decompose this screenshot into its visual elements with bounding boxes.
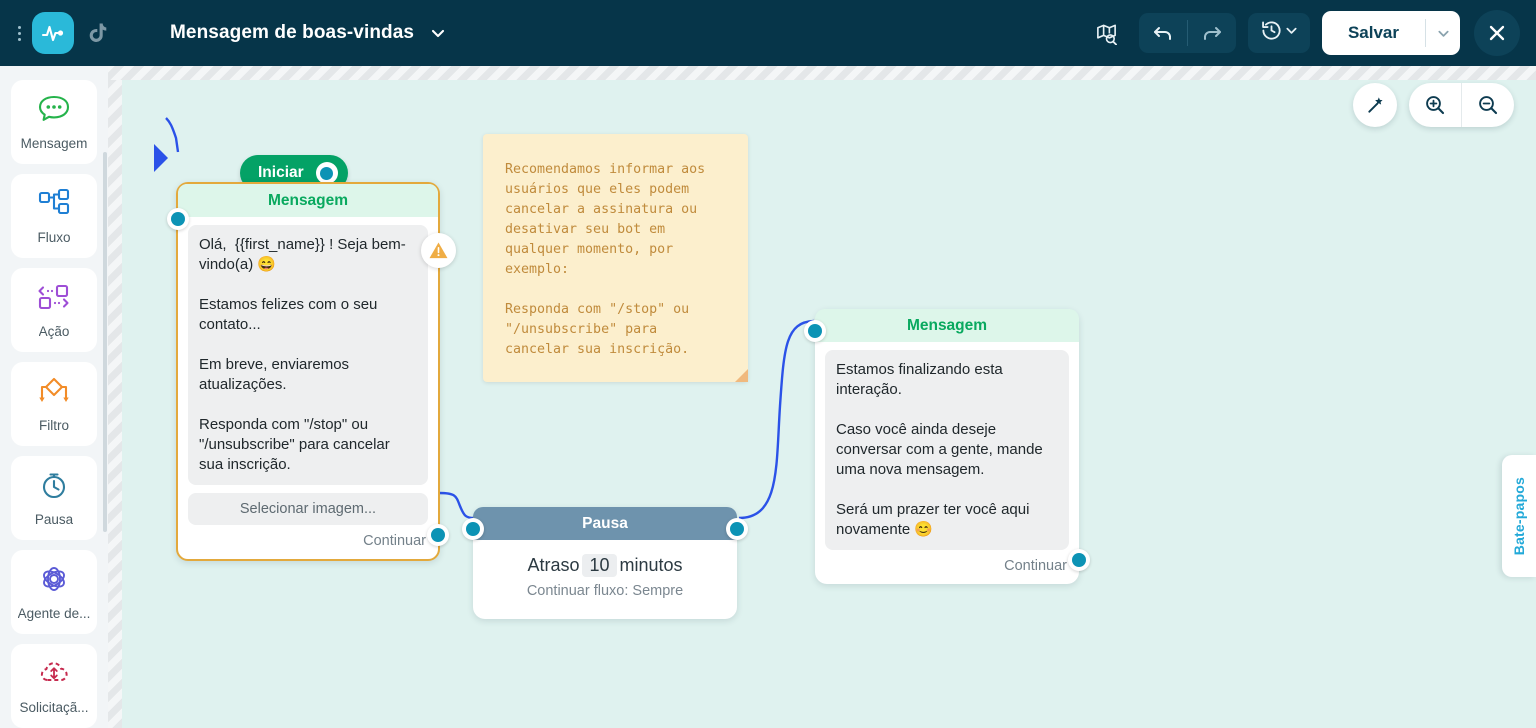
output-port-icon[interactable] bbox=[1068, 549, 1090, 571]
header-divider bbox=[120, 0, 160, 66]
flow-title-group[interactable]: Mensagem de boas-vindas bbox=[170, 22, 448, 44]
output-port-icon[interactable] bbox=[726, 518, 748, 540]
sticky-note-fold-corner bbox=[735, 369, 748, 382]
tiktok-icon[interactable] bbox=[74, 0, 120, 66]
message-node-2[interactable]: Mensagem Estamos finalizando esta intera… bbox=[804, 309, 1090, 584]
node-body: Estamos finalizando esta interação. Caso… bbox=[815, 342, 1079, 550]
node-continue-row: Continuar bbox=[815, 550, 1079, 584]
sidebar-item-fluxo[interactable]: Fluxo bbox=[11, 174, 97, 258]
canvas-edge-stripe-top bbox=[108, 66, 1536, 80]
warning-triangle-icon[interactable] bbox=[421, 233, 456, 268]
node-title: Mensagem bbox=[815, 309, 1079, 342]
save-options-chevron-down-icon[interactable] bbox=[1426, 11, 1460, 55]
sidebar-item-label: Filtro bbox=[39, 417, 69, 433]
sidebar-scrollbar[interactable] bbox=[103, 152, 107, 532]
undo-redo-group bbox=[1138, 13, 1236, 53]
output-port-icon[interactable] bbox=[427, 524, 449, 546]
history-button[interactable] bbox=[1247, 13, 1310, 53]
divider bbox=[1425, 19, 1426, 47]
sidebar-item-agente-de-ia[interactable]: Agente de... bbox=[11, 550, 97, 634]
cloud-request-icon bbox=[38, 658, 70, 693]
header-actions: Salvar bbox=[1087, 10, 1536, 56]
magic-wand-icon[interactable] bbox=[1353, 83, 1397, 127]
pause-continue-flow-label: Continuar fluxo: Sempre bbox=[526, 583, 684, 599]
message-node-1[interactable]: Mensagem Olá, {{first_name}} ! Seja bem-… bbox=[167, 182, 456, 561]
input-port-icon[interactable] bbox=[804, 320, 826, 342]
sidebar-item-acao[interactable]: Ação bbox=[11, 268, 97, 352]
flow-canvas[interactable]: Iniciar Mensagem Olá, {{first_name}} ! S… bbox=[108, 66, 1536, 728]
chevron-down-icon[interactable] bbox=[428, 23, 448, 43]
zoom-controls bbox=[1409, 83, 1514, 127]
pause-delay-unit: minutos bbox=[619, 555, 683, 575]
pause-delay-prefix: Atraso bbox=[527, 555, 580, 575]
sticky-note[interactable]: Recomendamos informar aos usuários que e… bbox=[483, 134, 748, 382]
sticky-note-text: Recomendamos informar aos usuários que e… bbox=[505, 162, 706, 357]
canvas-tools bbox=[1353, 83, 1514, 127]
message-text[interactable]: Olá, {{first_name}} ! Seja bem-vindo(a) … bbox=[188, 225, 428, 485]
sidebar-item-filtro[interactable]: Filtro bbox=[11, 362, 97, 446]
node-body: Olá, {{first_name}} ! Seja bem-vindo(a) … bbox=[178, 217, 438, 485]
chat-bubble-icon bbox=[37, 94, 71, 129]
message-text[interactable]: Estamos finalizando esta interação. Caso… bbox=[825, 350, 1069, 550]
kebab-menu-icon[interactable] bbox=[8, 0, 30, 66]
sidebar-item-label: Ação bbox=[38, 323, 70, 339]
zoom-in-icon[interactable] bbox=[1409, 83, 1461, 127]
pulse-logo-icon[interactable] bbox=[32, 12, 74, 54]
filter-diamond-icon bbox=[37, 376, 71, 411]
sidebar-item-label: Fluxo bbox=[37, 229, 71, 245]
sidebar-item-solicitacao[interactable]: Solicitaçã... bbox=[11, 644, 97, 728]
save-button[interactable]: Salvar bbox=[1347, 23, 1399, 42]
redo-arrow-icon[interactable] bbox=[1188, 13, 1236, 53]
sidebar-item-label: Mensagem bbox=[20, 135, 88, 151]
flow-nodes-icon bbox=[37, 188, 71, 223]
flow-map-icon[interactable] bbox=[1087, 13, 1127, 53]
continue-label: Continuar bbox=[1004, 558, 1067, 574]
divider bbox=[1461, 83, 1462, 127]
chevron-down-icon[interactable] bbox=[1285, 24, 1298, 42]
close-icon[interactable] bbox=[1474, 10, 1520, 56]
header-left-group: Mensagem de boas-vindas bbox=[0, 0, 448, 66]
input-port-icon[interactable] bbox=[167, 208, 189, 230]
sidebar-item-pausa[interactable]: Pausa bbox=[11, 456, 97, 540]
canvas-edge-stripe-left bbox=[108, 66, 122, 728]
sidebar-item-label: Agente de... bbox=[17, 605, 91, 621]
start-node-label: Iniciar bbox=[258, 164, 304, 181]
zoom-out-icon[interactable] bbox=[1462, 83, 1514, 127]
stopwatch-icon bbox=[38, 470, 70, 505]
sidebar-item-mensagem[interactable]: Mensagem bbox=[11, 80, 97, 164]
sidebar-item-label: Solicitaçã... bbox=[19, 699, 89, 715]
continue-label: Continuar bbox=[363, 533, 426, 549]
node-title: Mensagem bbox=[178, 184, 438, 217]
node-title: Pausa bbox=[473, 507, 737, 540]
sidebar-item-label: Pausa bbox=[34, 511, 74, 527]
chats-side-tab[interactable]: Bate-papos bbox=[1502, 455, 1536, 577]
page-title: Mensagem de boas-vindas bbox=[170, 22, 415, 43]
action-arrows-icon bbox=[37, 282, 71, 317]
divider bbox=[1186, 20, 1188, 46]
select-image-button[interactable]: Selecionar imagem... bbox=[188, 493, 428, 525]
history-clock-icon bbox=[1260, 19, 1283, 47]
left-toolbar: Mensagem Fluxo Ação bbox=[0, 66, 108, 728]
pause-delay-value[interactable]: 10 bbox=[582, 554, 617, 577]
app-header: Mensagem de boas-vindas bbox=[0, 0, 1536, 66]
undo-arrow-icon[interactable] bbox=[1139, 13, 1187, 53]
output-port-icon[interactable] bbox=[315, 162, 338, 184]
ai-agent-atom-icon bbox=[38, 564, 70, 599]
chats-side-tab-label: Bate-papos bbox=[1511, 476, 1527, 556]
save-button-group: Salvar bbox=[1321, 11, 1460, 55]
node-continue-row: Continuar bbox=[178, 525, 438, 559]
input-port-icon[interactable] bbox=[462, 518, 484, 540]
